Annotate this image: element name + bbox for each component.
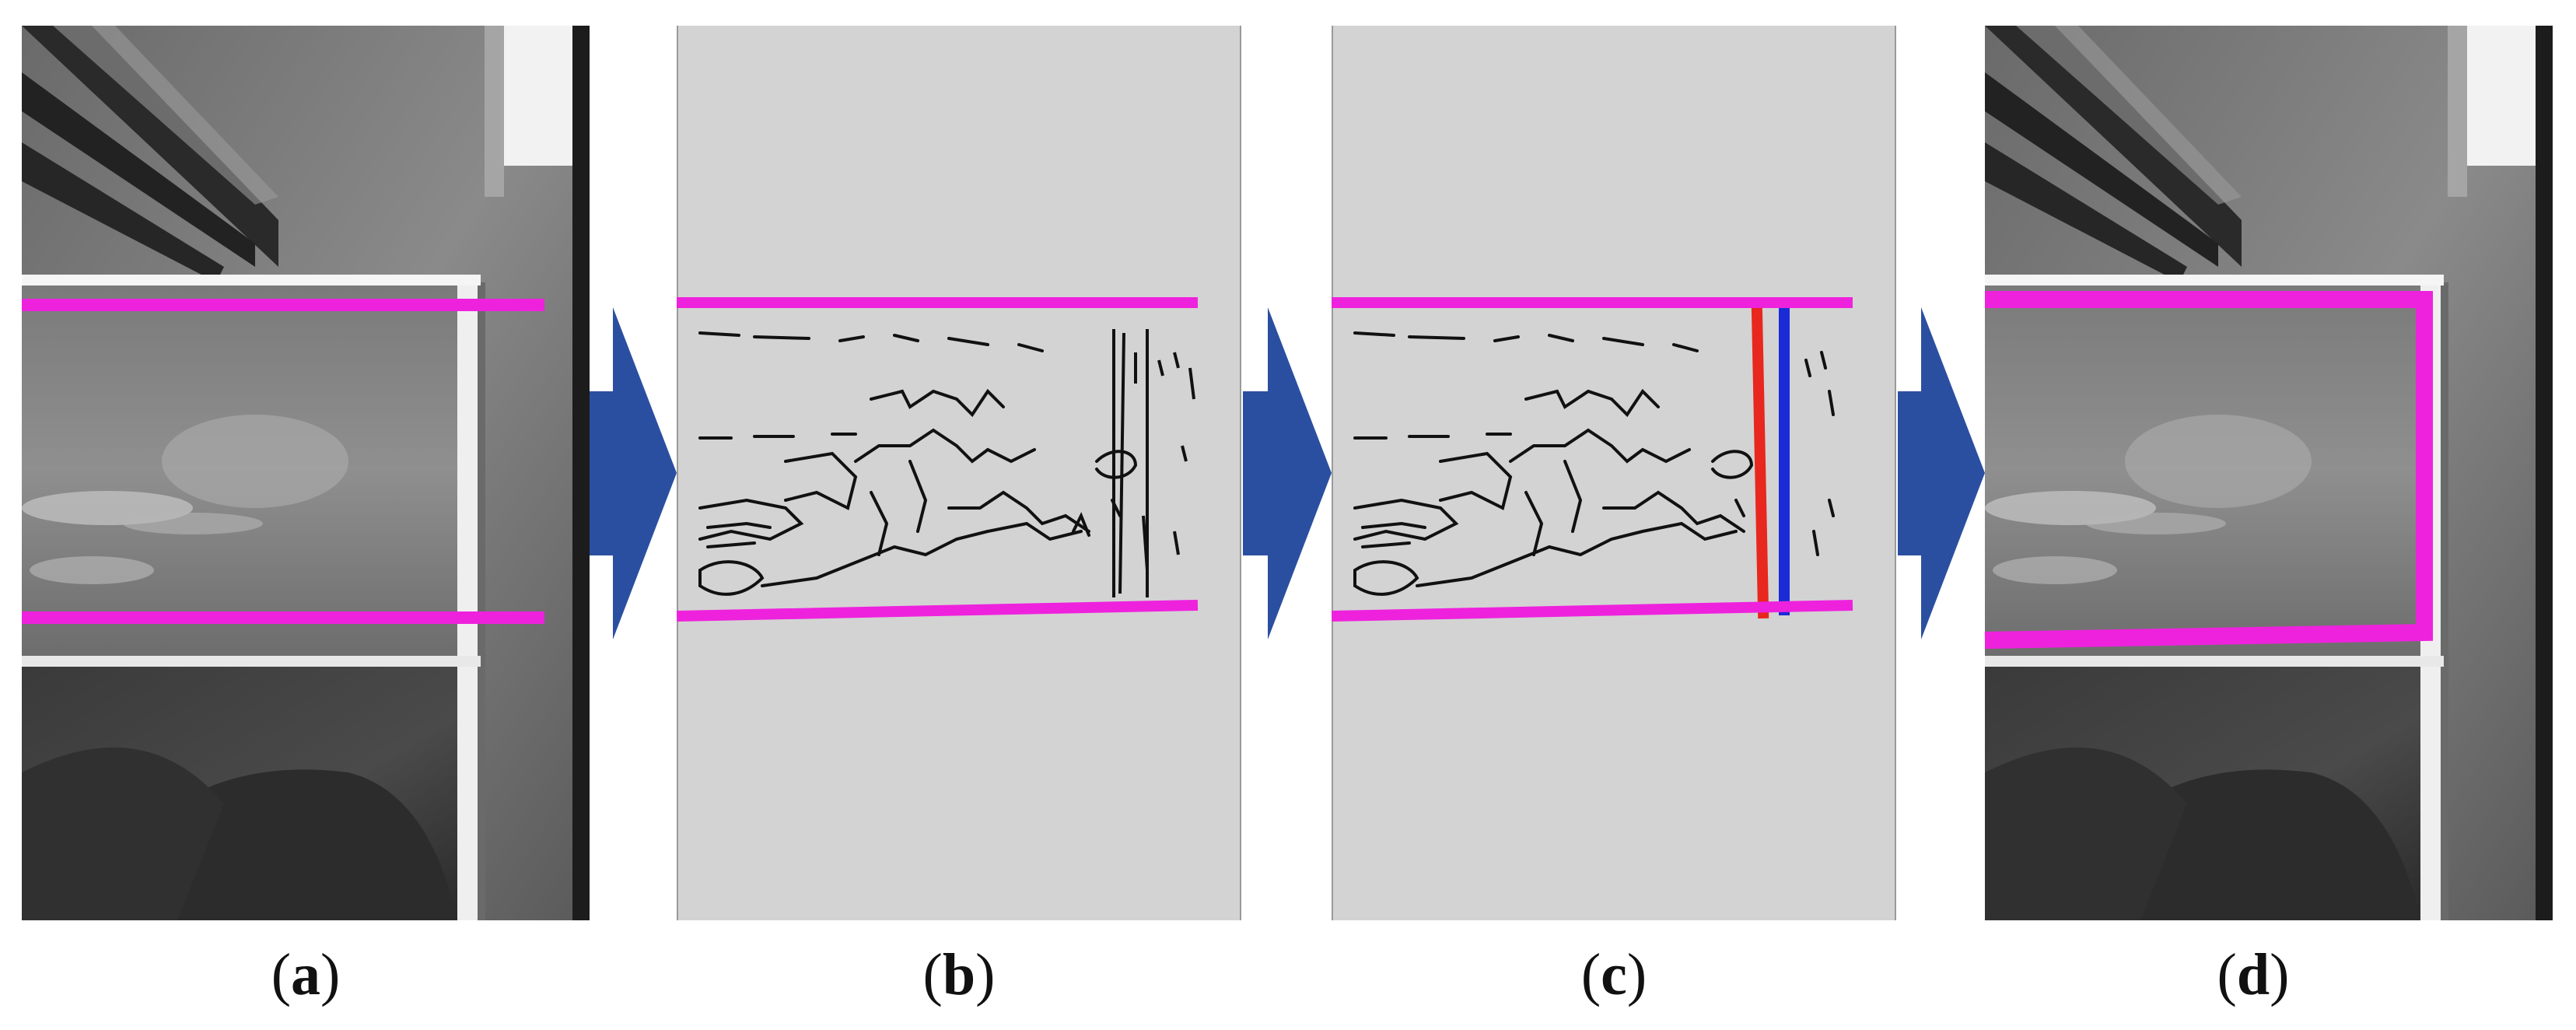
caption-b: (b)	[922, 942, 996, 1007]
caption-c: (c)	[1580, 942, 1647, 1007]
detection-line-top	[677, 297, 1198, 308]
detection-line-bottom	[22, 611, 544, 624]
panel-b	[676, 26, 1241, 920]
edge-strokes	[698, 331, 1138, 596]
arrow-right-icon	[1898, 307, 1985, 639]
arrow-right-icon	[1243, 307, 1332, 639]
boundary-line-blue	[1779, 304, 1790, 615]
panel-a	[22, 26, 590, 920]
detection-line-bottom	[1332, 599, 1853, 622]
detection-line-top	[1332, 297, 1853, 308]
panel-d	[1984, 26, 2553, 920]
caption-d: (d)	[2217, 942, 2290, 1007]
arrow-right-icon	[590, 307, 677, 639]
detection-line-bottom	[676, 599, 1199, 622]
detected-frame-outline	[1984, 291, 2433, 649]
panel-c	[1332, 26, 1896, 920]
detection-line-top	[22, 299, 544, 311]
boundary-line-red	[1751, 303, 1769, 619]
edge-strokes	[1353, 331, 1835, 596]
vertical-edge-lines	[1112, 329, 1195, 597]
caption-a: (a)	[271, 942, 341, 1007]
